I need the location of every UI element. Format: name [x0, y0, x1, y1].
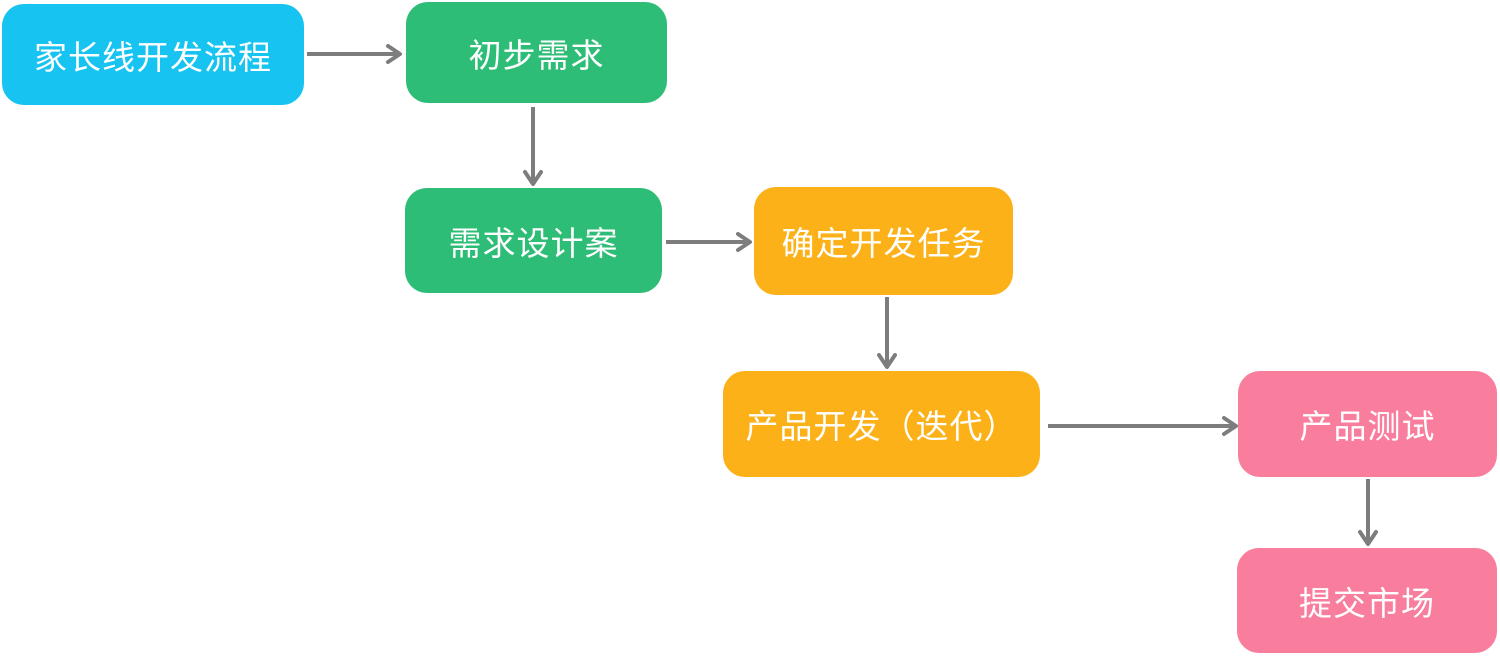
flow-node-submit-to-market: 提交市场 — [1237, 548, 1497, 653]
flow-node-start: 家长线开发流程 — [2, 4, 304, 105]
flow-node-product-dev-iteration: 产品开发（迭代） — [723, 371, 1040, 477]
flow-node-confirm-dev-tasks: 确定开发任务 — [754, 187, 1013, 295]
flow-node-requirements-design: 需求设计案 — [405, 188, 662, 293]
flow-node-product-testing: 产品测试 — [1238, 371, 1497, 477]
flow-node-initial-requirements: 初步需求 — [406, 2, 667, 103]
